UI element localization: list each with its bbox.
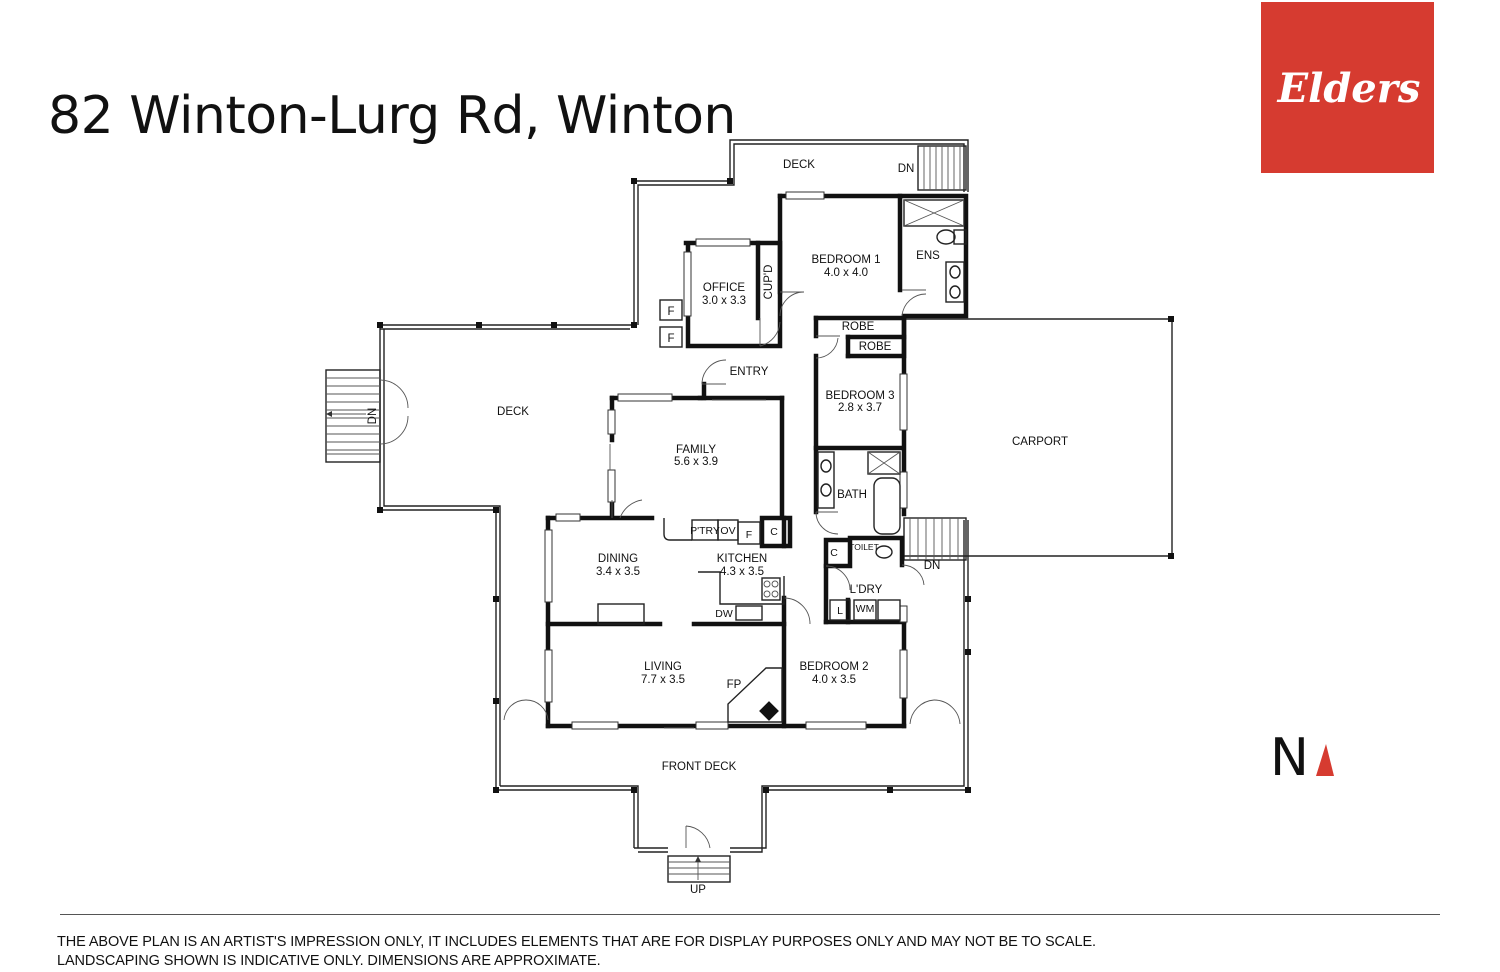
fixtures: [597, 199, 967, 723]
carport-outline: [904, 318, 1173, 557]
freezer-1-box: [659, 299, 683, 321]
label-fridge: F: [746, 529, 752, 541]
label-bedroom1-size: 4.0 x 4.0: [824, 267, 868, 279]
label-bedroom3: BEDROOM 3: [825, 390, 894, 402]
elders-logo-wordmark: Elders: [1277, 65, 1421, 112]
label-office: OFFICE: [703, 282, 745, 294]
toilet-wc: [875, 545, 893, 559]
label-kitchen-size: 4.3 x 3.5: [720, 566, 764, 578]
label-west-stairs: DN: [367, 408, 379, 425]
label-entry: ENTRY: [730, 366, 769, 378]
footer-divider: [60, 914, 1440, 915]
label-fireplace: FP: [727, 679, 742, 691]
fridge-box: [737, 521, 761, 545]
fireplace-icon: [759, 701, 779, 721]
disclaimer-line-1: THE ABOVE PLAN IS AN ARTIST'S IMPRESSION…: [57, 934, 1096, 950]
label-bedroom2-size: 4.0 x 3.5: [812, 674, 856, 686]
doors: [379, 289, 961, 849]
deck-outlines: [377, 139, 971, 853]
toilet-ens: [936, 229, 956, 245]
cooktop: [761, 577, 781, 601]
label-deck-north: DECK: [783, 159, 815, 171]
label-north-stairs: DN: [898, 163, 915, 175]
label-bedroom2: BEDROOM 2: [799, 661, 868, 673]
walls: [545, 193, 969, 729]
label-deck-west: DECK: [497, 406, 529, 418]
label-bath: BATH: [837, 489, 867, 501]
label-carport: CARPORT: [1012, 436, 1068, 448]
shower-bath: [867, 451, 901, 475]
stairs-east: [903, 517, 967, 561]
stairs-west: [325, 369, 381, 463]
label-robe1: ROBE: [842, 321, 875, 333]
label-freezer1: F: [667, 306, 674, 318]
label-living-size: 7.7 x 3.5: [641, 674, 685, 686]
label-robe2: ROBE: [859, 341, 892, 353]
north-arrow-icon: [1316, 744, 1334, 776]
label-family: FAMILY: [676, 444, 716, 456]
disclaimer-line-2: LANDSCAPING SHOWN IS INDICATIVE ONLY. DI…: [57, 953, 601, 969]
sink: [735, 605, 763, 621]
west-deck-outline: [379, 324, 635, 848]
label-ens: ENS: [916, 250, 940, 262]
label-oven: OV: [720, 525, 735, 537]
windows: [544, 191, 908, 730]
north-compass-letter: N: [1270, 728, 1309, 788]
vanity-ens: [945, 261, 965, 303]
label-front-deck: FRONT DECK: [662, 761, 737, 773]
label-cupboard-kitchen: C: [770, 526, 778, 538]
shower-ens: [903, 199, 965, 227]
label-cupboard-laundry: C: [830, 547, 838, 559]
fireplace-hearth: [727, 667, 783, 723]
label-pantry: P'TRY: [690, 525, 720, 537]
north-deck-outline-inner: [637, 143, 965, 325]
freezer-2-box: [659, 326, 683, 348]
label-bedroom3-size: 2.8 x 3.7: [838, 402, 882, 414]
laundry-tub: [877, 599, 901, 621]
label-toilet: TOILET: [849, 542, 879, 552]
label-family-size: 5.6 x 3.9: [674, 456, 718, 468]
property-address: 82 Winton-Lurg Rd, Winton: [48, 86, 736, 146]
label-freezer2: F: [667, 333, 674, 345]
label-office-size: 3.0 x 3.3: [702, 295, 746, 307]
label-dining-size: 3.4 x 3.5: [596, 566, 640, 578]
label-dishwasher: DW: [715, 608, 733, 620]
label-laundry: L'DRY: [850, 584, 883, 596]
carport: [904, 316, 1174, 559]
stairs-north: [917, 145, 967, 191]
label-laundry-l: L: [837, 605, 843, 617]
front-deck-inner-right: [730, 520, 965, 853]
washing-machine: [853, 599, 877, 621]
label-dining: DINING: [598, 553, 638, 565]
room-labels: DECK DN DECK OFFICE 3.0 x 3.3 CUP'D BEDR…: [367, 159, 1068, 896]
bathtub: [873, 477, 901, 535]
label-kitchen: KITCHEN: [717, 553, 767, 565]
label-south-stairs: UP: [690, 884, 706, 896]
stairs-south: [667, 855, 731, 883]
floor-plan: DECK DN DECK OFFICE 3.0 x 3.3 CUP'D BEDR…: [325, 139, 1174, 896]
north-deck-outline: [633, 139, 969, 325]
label-washing-machine: WM: [856, 603, 875, 615]
label-cupd: CUP'D: [763, 265, 775, 300]
vanity-bath: [817, 451, 835, 509]
front-deck-inner-left: [500, 785, 639, 848]
label-bedroom1: BEDROOM 1: [811, 254, 880, 266]
logo-text: Elders: [1277, 65, 1421, 112]
label-living: LIVING: [644, 661, 682, 673]
sideboard: [597, 603, 645, 625]
label-east-stairs: DN: [924, 560, 941, 572]
west-deck-outline-inner2: [383, 329, 501, 786]
elders-logo[interactable]: Elders: [1261, 2, 1434, 173]
